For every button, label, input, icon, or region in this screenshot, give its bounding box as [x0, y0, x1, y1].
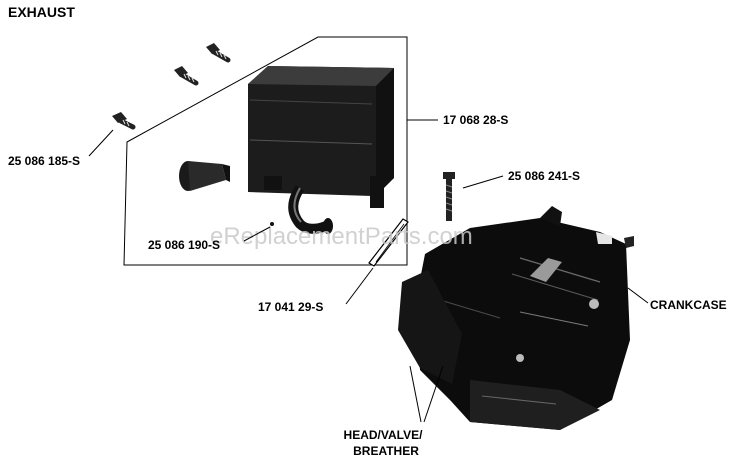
callout-bolt: 25 086 241-S — [508, 169, 580, 183]
leader-crankcase — [627, 287, 649, 304]
callout-screw-left: 25 086 185-S — [8, 154, 80, 168]
callout-muffler: 17 068 28-S — [443, 113, 508, 127]
muffler-icon — [248, 66, 394, 234]
leader-head-right — [423, 365, 444, 423]
leader-bolt — [462, 175, 504, 189]
screw-top-middle-icon — [174, 66, 199, 86]
leader-small-screw — [243, 226, 271, 242]
small-screw-icon — [270, 222, 274, 226]
callout-head-line2: BREATHER — [353, 444, 419, 458]
watermark: eReplacementParts.com — [210, 223, 473, 250]
bolt-icon — [443, 172, 455, 221]
diagram-title: EXHAUST — [8, 4, 75, 20]
callout-head-line1: HEAD/VALVE/ — [344, 428, 424, 442]
leader-screw-left — [88, 129, 114, 157]
exhaust-cap-icon — [179, 161, 230, 191]
gasket-icon — [368, 218, 409, 267]
callout-gasket: 17 041 29-S — [258, 300, 323, 314]
group-frame — [123, 36, 408, 266]
crankcase-icon — [398, 206, 634, 430]
screw-left-icon — [112, 112, 136, 130]
screw-top-right-icon — [206, 43, 231, 63]
leader-head-left — [409, 365, 422, 423]
callout-crankcase: CRANKCASE — [650, 298, 727, 312]
leader-gasket — [345, 267, 374, 305]
callout-small-screw: 25 086 190-S — [148, 238, 220, 252]
